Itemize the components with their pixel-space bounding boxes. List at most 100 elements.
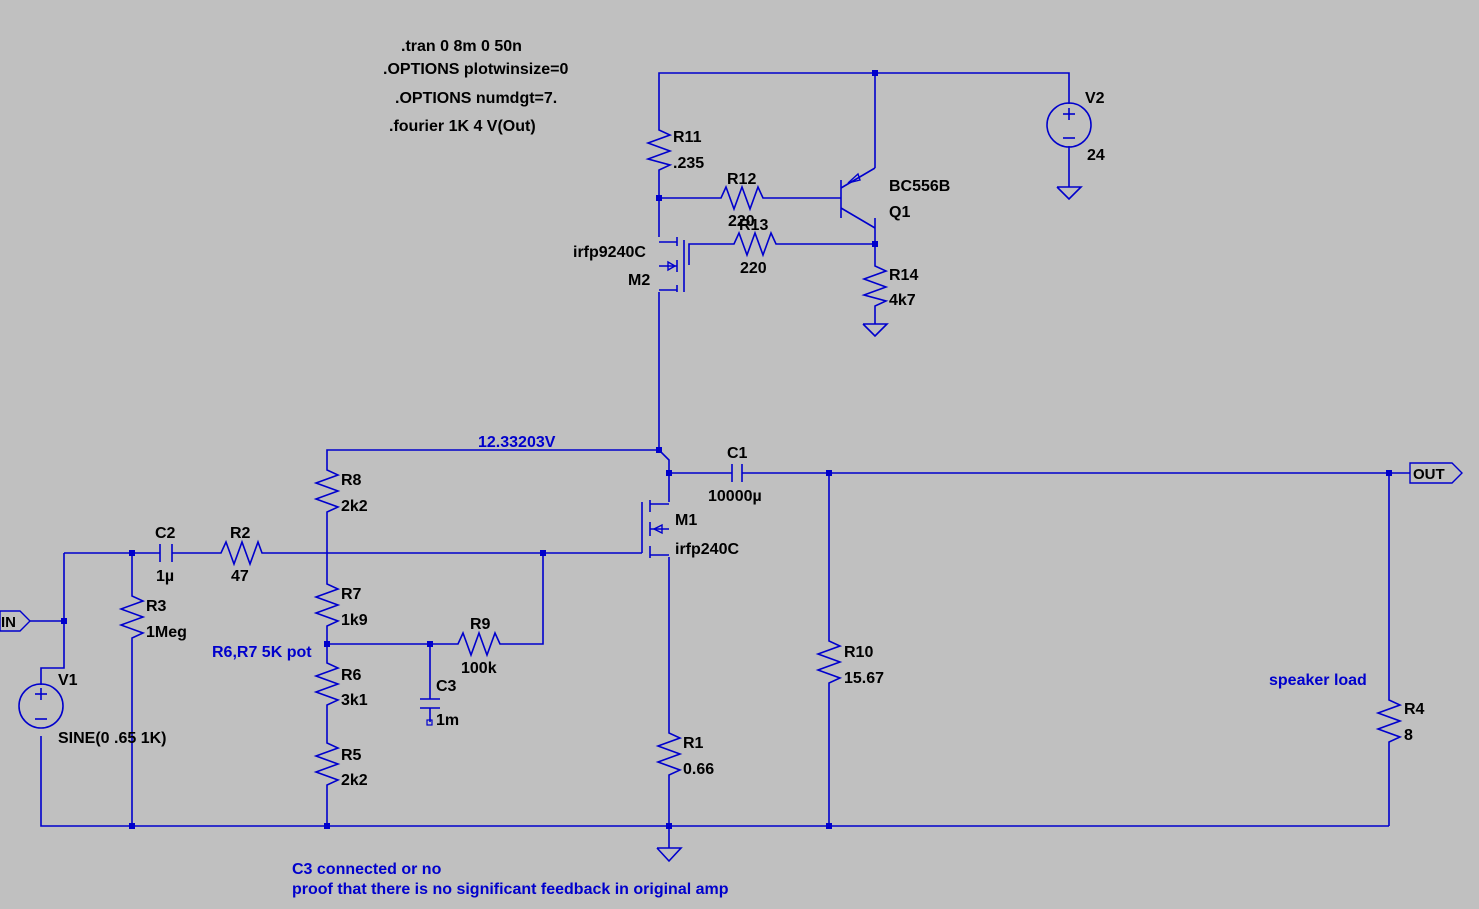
directive-numdgt[interactable]: .OPTIONS numdgt=7.	[395, 90, 557, 107]
r8-name: R8	[341, 472, 362, 489]
r1-value: 0.66	[683, 761, 714, 778]
junctions	[61, 70, 1392, 829]
resistor-r8[interactable]	[313, 468, 341, 514]
resistor-r13[interactable]	[731, 230, 779, 258]
directive-fourier[interactable]: .fourier 1K 4 V(Out)	[389, 118, 536, 135]
resistor-r1[interactable]	[655, 730, 683, 778]
wire-bias-top[interactable]	[326, 449, 670, 502]
speaker-load-note: speaker load	[1269, 672, 1367, 689]
c2-value: 1µ	[156, 568, 174, 585]
r9-name: R9	[470, 616, 491, 633]
junction	[427, 641, 433, 647]
m1-name: M1	[675, 512, 697, 529]
r8-value: 2k2	[341, 498, 368, 515]
r14-value: 4k7	[889, 292, 916, 309]
node-voltage-label: 12.33203V	[478, 434, 556, 451]
c1-name: C1	[727, 445, 748, 462]
capacitor-c2[interactable]	[159, 544, 173, 562]
junction	[656, 195, 662, 201]
resistor-r12[interactable]	[718, 184, 768, 212]
wire-top-rail[interactable]	[658, 72, 1070, 126]
junction	[872, 241, 878, 247]
wire-in-node[interactable]	[40, 553, 65, 685]
r6-value: 3k1	[341, 692, 368, 709]
resistor-r11[interactable]	[645, 126, 673, 172]
r13-value: 220	[740, 260, 767, 277]
q1-name: Q1	[889, 204, 910, 221]
q1-model: BC556B	[889, 178, 950, 195]
r13-name: R13	[739, 217, 768, 234]
r9-value: 100k	[461, 660, 497, 677]
resistor-r9[interactable]	[455, 630, 503, 658]
junction	[129, 550, 135, 556]
source-v2[interactable]	[1046, 102, 1092, 148]
capacitor-c3[interactable]	[420, 698, 440, 726]
net-flag-in[interactable]: IN	[0, 610, 31, 632]
r6-name: R6	[341, 667, 362, 684]
junction	[872, 70, 878, 76]
r10-name: R10	[844, 644, 873, 661]
r14-name: R14	[889, 267, 918, 284]
wire-gnd-rail[interactable]	[40, 736, 1389, 827]
resistor-r7[interactable]	[313, 581, 341, 629]
r4-value: 8	[1404, 727, 1413, 744]
junction	[826, 823, 832, 829]
junction	[540, 550, 546, 556]
resistor-r4[interactable]	[1375, 697, 1403, 745]
junction	[656, 447, 662, 453]
wire-r9-right[interactable]	[503, 553, 544, 645]
v2-name: V2	[1085, 90, 1105, 107]
junction	[666, 470, 672, 476]
resistor-r2[interactable]	[218, 539, 264, 567]
wires[interactable]	[30, 72, 1410, 848]
c3-note-line1: C3 connected or no	[292, 861, 442, 878]
junction	[1386, 470, 1392, 476]
wire-r13-left[interactable]	[688, 243, 731, 265]
junction	[324, 823, 330, 829]
m1-model: irfp240C	[675, 541, 739, 558]
r12-name: R12	[727, 171, 756, 188]
c3-note-line2: proof that there is no significant feedb…	[292, 881, 729, 898]
net-label-out: OUT	[1413, 466, 1445, 483]
junction	[61, 618, 67, 624]
r2-name: R2	[230, 525, 251, 542]
junction	[826, 470, 832, 476]
r4-name: R4	[1404, 701, 1425, 718]
mosfet-m1[interactable]	[641, 500, 669, 558]
v1-name: V1	[58, 672, 78, 689]
resistor-r14[interactable]	[861, 264, 889, 308]
ground-icon	[862, 323, 889, 338]
junction	[324, 641, 330, 647]
r7-name: R7	[341, 586, 362, 603]
ground-icon	[1056, 186, 1083, 201]
net-flag-out[interactable]: OUT	[1409, 462, 1463, 484]
pot-note: R6,R7 5K pot	[212, 644, 312, 661]
r5-value: 2k2	[341, 772, 368, 789]
c1-value: 10000µ	[708, 488, 762, 505]
directive-tran[interactable]: .tran 0 8m 0 50n	[401, 38, 522, 55]
r11-value: .235	[673, 155, 704, 172]
c3-value: 1m	[436, 712, 459, 729]
r3-name: R3	[146, 598, 167, 615]
resistor-r5[interactable]	[313, 740, 341, 788]
directive-plotwinsize[interactable]: .OPTIONS plotwinsize=0	[383, 61, 568, 78]
resistor-r6[interactable]	[313, 660, 341, 708]
capacitor-c1[interactable]	[731, 464, 743, 482]
net-label-in: IN	[1, 614, 16, 631]
c2-name: C2	[155, 525, 176, 542]
r1-name: R1	[683, 735, 704, 752]
resistor-r10[interactable]	[815, 638, 843, 688]
r5-name: R5	[341, 747, 362, 764]
r10-value: 15.67	[844, 670, 884, 687]
junction	[129, 823, 135, 829]
ground-icon	[656, 847, 683, 863]
r2-value: 47	[231, 568, 249, 585]
transistor-q1[interactable]	[840, 167, 876, 229]
mosfet-m2[interactable]	[659, 237, 685, 292]
junction	[666, 823, 672, 829]
source-v1[interactable]	[18, 683, 64, 729]
r11-name: R11	[673, 129, 702, 146]
resistor-r3[interactable]	[118, 593, 146, 641]
m2-name: M2	[628, 272, 650, 289]
